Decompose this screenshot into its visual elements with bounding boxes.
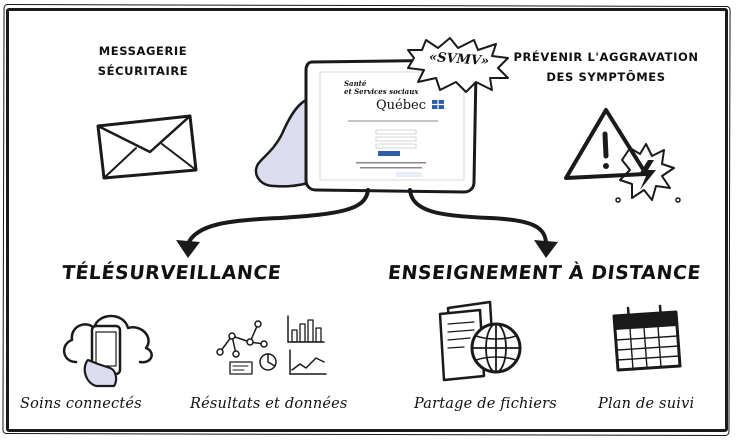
line-chart-icon — [289, 349, 327, 375]
telesurveillance-heading: TÉLÉSURVEILLANCE — [60, 262, 283, 284]
calendar-icon — [612, 304, 682, 372]
prevent-aggravation-line1: PRÉVENIR L'AGGRAVATION — [513, 50, 699, 64]
arrow-to-distance-learning — [408, 188, 558, 258]
document-lines-icon — [229, 361, 253, 375]
envelope-icon — [96, 114, 198, 180]
follow-up-plan-caption: Plan de suivi — [598, 396, 695, 412]
cloud-phone-icon — [63, 314, 153, 388]
tablet-brand-name: Québec — [376, 98, 426, 113]
svmv-badge — [407, 37, 509, 93]
results-data-caption: Résultats et données — [190, 396, 348, 412]
frame-border — [6, 8, 728, 432]
prevent-aggravation-line2: DES SYMPTÔMES — [546, 70, 666, 84]
bar-chart-icon — [287, 315, 325, 343]
prevent-aggravation-label: PRÉVENIR L'AGGRAVATION DES SYMPTÔMES — [506, 50, 706, 84]
data-charts-icon — [216, 315, 327, 375]
distance-learning-heading: ENSEIGNEMENT À DISTANCE — [386, 262, 702, 284]
arrow-to-telesurveillance — [176, 188, 370, 258]
file-sharing-caption: Partage de fichiers — [414, 396, 557, 412]
secure-messaging-label: MESSAGERIE SÉCURITAIRE — [78, 44, 208, 78]
lightning-burst-icon — [615, 143, 681, 203]
warning-icon — [564, 108, 681, 203]
secure-messaging-line2: SÉCURITAIRE — [97, 64, 189, 78]
secure-messaging-line1: MESSAGERIE — [98, 44, 188, 58]
connected-care-caption: Soins connectés — [20, 396, 142, 412]
quebec-flag-icon — [432, 100, 444, 109]
documents-globe-icon — [438, 300, 522, 382]
tablet-brand-line1: Santé — [344, 79, 367, 88]
tablet-brand-line2: et Services sociaux — [344, 87, 419, 96]
pie-chart-icon — [259, 353, 277, 371]
network-graph-icon — [216, 320, 268, 358]
